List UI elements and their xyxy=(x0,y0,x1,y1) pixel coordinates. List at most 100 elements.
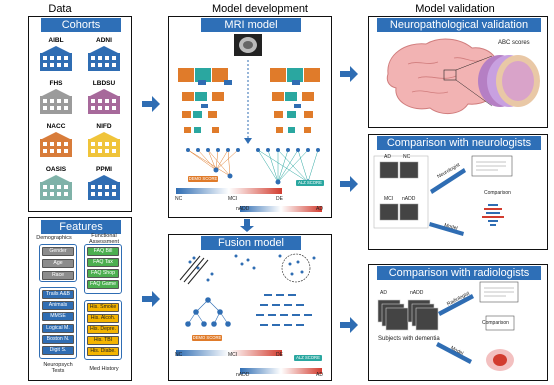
cohort-building-icon xyxy=(40,132,72,157)
mri-model-title: MRI model xyxy=(201,18,301,32)
mri-down-arrow xyxy=(244,138,252,144)
fusion-model-diagram xyxy=(176,253,322,374)
knn-cluster xyxy=(281,253,311,283)
feature-his-diabetes: His. Diabe. xyxy=(87,347,119,356)
cohort-building-icon xyxy=(40,89,72,114)
neuropath-title: Neuropathological validation xyxy=(377,18,541,32)
arrow-to-radiology-model xyxy=(436,342,472,364)
radiologists-title: Comparison with radiologists xyxy=(377,266,541,280)
mri-nc-label: NC xyxy=(175,196,183,202)
mri-demo-score-label: DEMO SCORE xyxy=(188,176,218,182)
radiologists-diagram xyxy=(377,281,519,371)
mri-dementia-gradient-bar xyxy=(176,188,282,194)
feature-faq-tax: FAQ Tax xyxy=(87,258,119,267)
cohort-buildings xyxy=(40,46,120,200)
cohort-building-icon xyxy=(40,175,72,200)
neuro-mci-label: MCI xyxy=(384,196,394,202)
med-history-label: Med History xyxy=(89,366,119,372)
comparison-plot xyxy=(482,204,504,226)
brain-heatmap xyxy=(486,349,514,371)
demographics-label: Demographics xyxy=(36,235,72,241)
column-heading-data: Data xyxy=(48,3,72,15)
arrow-mri-to-neuropath xyxy=(340,66,358,82)
feature-his-tbi: His. TBI xyxy=(87,336,119,345)
cohort-label-lbdsu: LBDSU xyxy=(92,80,116,87)
knn-points xyxy=(278,254,316,276)
feature-gender: Gender xyxy=(42,247,74,256)
neuropsych-label: Neuropsych Tests xyxy=(43,362,73,374)
mri-mci-label: MCI xyxy=(228,196,238,202)
feature-age: Age xyxy=(42,259,74,268)
feature-his-alcohol: His. Alcoh. xyxy=(87,314,119,323)
mri-alz-score-label: ALZ SCORE xyxy=(296,180,324,186)
fusion-ad-gradient-bar xyxy=(240,368,322,374)
feature-faq-bill: FAQ Bill xyxy=(87,247,119,256)
feature-digit-span: Digit S. xyxy=(42,346,74,355)
arrow-fusion-to-radiologists xyxy=(340,317,358,333)
cohort-building-icon xyxy=(88,46,120,71)
mri-nadd-label: nADD xyxy=(236,206,250,212)
neuropsych-group xyxy=(39,287,77,359)
arrow-mri-to-neurologists xyxy=(340,176,358,192)
feature-race: Race xyxy=(42,271,74,280)
features-title: Features xyxy=(41,220,121,234)
feature-his-smoke: His. Smoke xyxy=(87,303,119,312)
neuropath-diagram xyxy=(386,38,540,114)
mri-ad-label: AD xyxy=(316,206,323,212)
cohort-building-icon xyxy=(88,132,120,157)
functional-label: Functional Assessment xyxy=(89,233,119,245)
arrow-cohorts-to-mri xyxy=(142,96,160,112)
cnn-feature-blocks xyxy=(178,68,320,133)
fusion-demo-score-label: DEMO SCORE xyxy=(192,335,222,341)
neurologists-title: Comparison with neurologists xyxy=(377,136,541,150)
arrow-features-to-fusion xyxy=(142,291,160,307)
dementia-images xyxy=(377,299,439,331)
arrow-to-model xyxy=(429,222,464,236)
feature-his-depression: His. Depre. xyxy=(87,325,119,334)
neurologists-diagram xyxy=(373,155,513,236)
cohort-label-nifd: NIFD xyxy=(96,123,112,130)
column-heading-model-development: Model development xyxy=(211,3,308,15)
fusion-nc-label: NC xyxy=(175,352,183,358)
abc-scores-label: ABC scores xyxy=(498,40,530,46)
neuro-ad-label: AD xyxy=(384,154,391,160)
fusion-model-title: Fusion model xyxy=(201,236,301,250)
feature-trails: Trails A&B xyxy=(42,290,74,299)
svm-lines xyxy=(179,255,209,285)
mri-de-label: DE xyxy=(276,196,283,202)
demographics-group xyxy=(39,244,77,282)
feature-boston-naming: Boston N. xyxy=(42,335,74,344)
neuro-nadd-label: nADD xyxy=(402,196,416,202)
decision-trees xyxy=(185,297,231,327)
mri-ad-gradient-bar xyxy=(240,206,322,212)
neuro-nc-label: NC xyxy=(403,154,411,160)
subjects-label: Subjects with dementia xyxy=(378,336,440,342)
feature-faq-shop: FAQ Shop xyxy=(87,269,119,278)
cohort-label-aibl: AIBL xyxy=(48,37,64,44)
radio-ad-label: AD xyxy=(380,290,387,296)
column-heading-model-validation: Model validation xyxy=(415,3,495,15)
fusion-dementia-gradient-bar xyxy=(176,350,282,356)
cohort-building-icon xyxy=(88,175,120,200)
fusion-ad-label: AD xyxy=(316,372,323,378)
radio-nadd-label: nADD xyxy=(410,290,424,296)
cohort-label-ppmi: PPMI xyxy=(96,166,112,173)
comparison-frame xyxy=(485,315,515,331)
feature-bars xyxy=(256,294,312,326)
cohorts-title: Cohorts xyxy=(41,18,121,32)
cohort-label-fhs: FHS xyxy=(49,80,63,87)
cohort-building-icon xyxy=(40,46,72,71)
scatter-points xyxy=(188,254,256,282)
mri-model-diagram xyxy=(176,34,322,212)
fusion-de-label: DE xyxy=(276,352,283,358)
neuro-comparison-label: Comparison xyxy=(484,190,511,196)
feature-logical-memory: Logical M. xyxy=(42,324,74,333)
feature-animals: Animals xyxy=(42,301,74,310)
fusion-alz-score-label: ALZ SCORE xyxy=(294,355,322,361)
feature-mmse: MMSE xyxy=(42,312,74,321)
fusion-nadd-label: nADD xyxy=(236,372,250,378)
arrow-to-radiologist xyxy=(438,294,474,316)
med-history-group xyxy=(84,300,122,360)
arrow-mri-to-fusion xyxy=(240,219,254,232)
